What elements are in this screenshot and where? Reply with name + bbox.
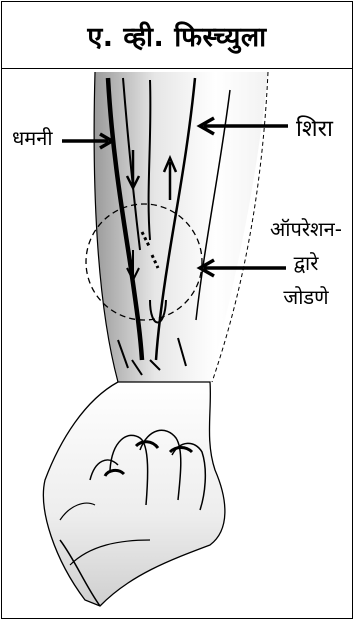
forearm-shape <box>94 72 268 382</box>
artery-pointer-arrow <box>62 134 112 148</box>
surgical-connection-label: ऑपरेशन- द्वारे जोडणे <box>258 212 354 314</box>
surgery-label-line-1: ऑपरेशन- <box>258 212 354 246</box>
vein-label: शिरा <box>296 111 333 143</box>
surgery-label-line-2: द्वारे <box>258 246 354 280</box>
surgery-label-line-3: जोडणे <box>258 280 354 314</box>
hand-shape <box>43 382 224 606</box>
artery-label: धमनी <box>12 124 53 151</box>
